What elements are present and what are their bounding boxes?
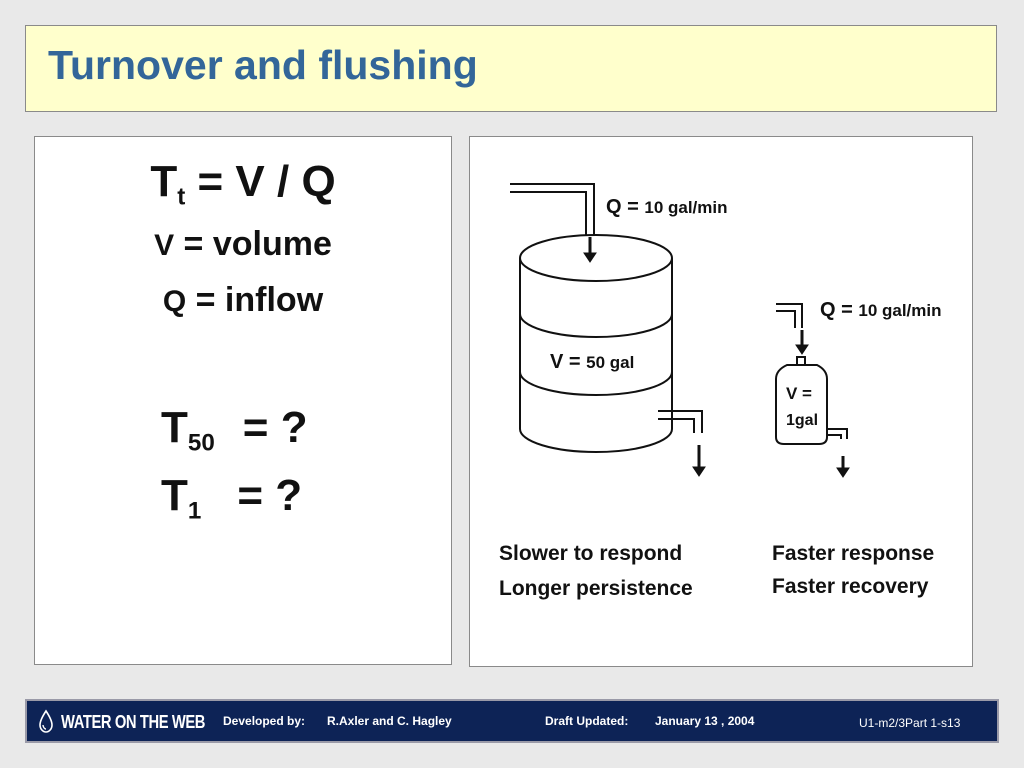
large-tank-bottom — [519, 428, 673, 453]
flushing-diagram: Q = 10 gal/min V = 50 gal Q = 10 gal/min… — [499, 183, 942, 600]
large-volume-label: V = 50 gal — [550, 351, 634, 373]
formula-t: T — [150, 157, 178, 206]
t50-eq: = ? — [242, 403, 308, 452]
small-outflow-pipe-outer — [827, 428, 848, 439]
small-flow-label: Q = 10 gal/min — [820, 299, 942, 321]
v-def-text: = volume — [174, 225, 332, 263]
title-box: Turnover and flushing — [25, 25, 997, 112]
small-tank-neck — [796, 356, 806, 366]
q-def-text: = inflow — [186, 281, 324, 319]
turnover-formula: Tt = V / Q — [35, 157, 451, 211]
formula-panel: Tt = V / Q V = volume Q = inflow T50= ? … — [34, 136, 452, 665]
formula-rest: = V / Q — [185, 157, 336, 206]
small-inflow-pipe-inner — [776, 310, 796, 328]
small-volume-label: V = — [786, 384, 812, 403]
draft-date: January 13 , 2004 — [655, 714, 755, 728]
small-outflow-pipe-inner — [827, 434, 842, 439]
t1-eq: = ? — [237, 471, 303, 520]
t50-question: T50 = ? — [161, 403, 308, 457]
diagram-panel: Q = 10 gal/min V = 50 gal Q = 10 gal/min… — [469, 136, 973, 667]
t50-subscript: 50 — [187, 429, 215, 457]
t50-letter: T — [161, 403, 188, 452]
slide-title: Turnover and flushing — [48, 42, 478, 88]
developer-names: R.Axler and C. Hagley — [327, 714, 452, 728]
large-outflow-pipe-outer — [658, 410, 703, 433]
draft-updated-label: Draft Updated: — [545, 714, 629, 728]
slide-code: U1-m2/3Part 1-s13 — [859, 716, 961, 730]
large-caption-line1: Slower to respond — [499, 542, 682, 565]
developed-by-label: Developed by: — [223, 714, 306, 728]
footer-bar: WATER ON THE WEB Developed by: R.Axler a… — [25, 699, 999, 743]
large-outflow-pipe-inner — [658, 418, 695, 433]
small-outflow-arrow-head — [836, 467, 850, 478]
large-inflow-arrow-head — [583, 252, 597, 263]
small-caption-line2: Faster recovery — [772, 575, 929, 598]
water-drop-icon — [39, 709, 53, 733]
small-caption-line1: Faster response — [772, 542, 934, 565]
small-inflow-arrow-head — [795, 344, 809, 355]
large-outflow-arrow-head — [692, 466, 706, 477]
small-tank-body — [775, 364, 828, 445]
t1-question: T1 = ? — [161, 471, 302, 525]
water-on-the-web-logo: WATER ON THE WEB — [37, 709, 237, 735]
large-flow-label: Q = 10 gal/min — [606, 196, 728, 218]
large-tank-band-2 — [519, 371, 673, 396]
v-letter: V — [154, 229, 175, 262]
volume-definition: V = volume — [35, 225, 451, 264]
small-inflow-pipe-outer — [776, 303, 803, 328]
logo-text: WATER ON THE WEB — [61, 711, 206, 732]
formula-t-subscript: t — [177, 183, 186, 211]
large-inflow-pipe-inner — [510, 191, 587, 235]
t1-letter: T — [161, 471, 188, 520]
large-tank-top — [519, 234, 673, 282]
small-volume-value: 1gal — [786, 412, 818, 429]
t1-subscript: 1 — [187, 497, 202, 525]
inflow-definition: Q = inflow — [35, 281, 451, 320]
large-tank-band-1 — [519, 313, 673, 338]
q-letter: Q — [162, 285, 187, 318]
large-inflow-pipe-outer — [510, 183, 595, 235]
large-caption-line2: Longer persistence — [499, 577, 693, 600]
